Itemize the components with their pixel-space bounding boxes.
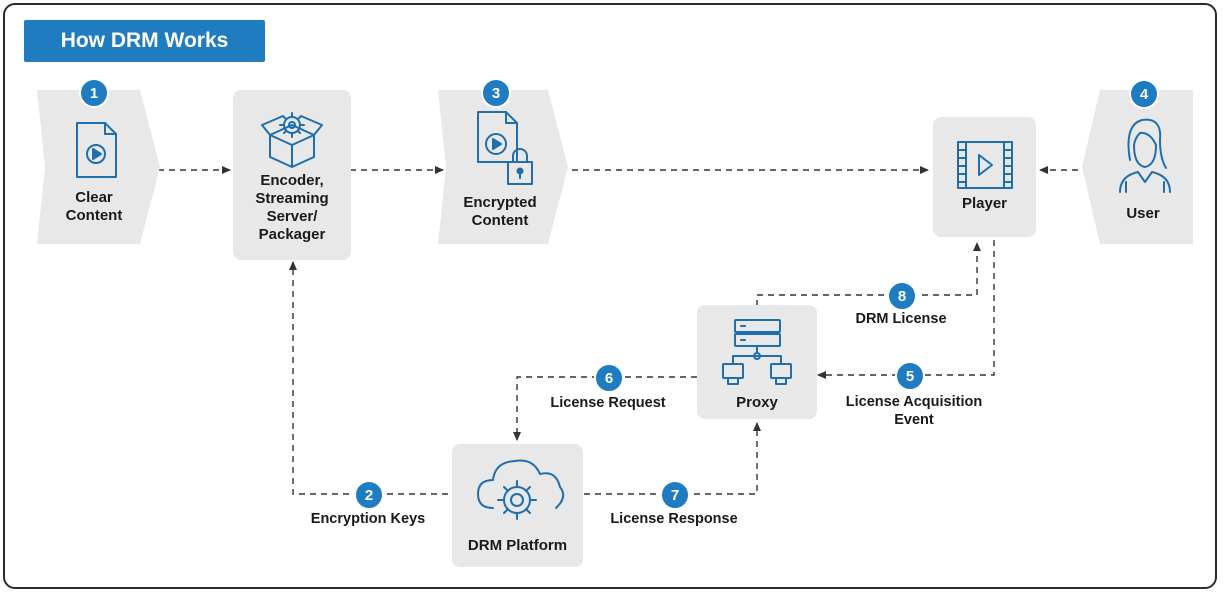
step-badge-8: 8 <box>887 281 917 311</box>
arrow-response-to-proxy <box>584 422 761 495</box>
clear-content-label-line1: Clear <box>75 189 113 206</box>
encrypted-content-label-line1: Encrypted <box>463 194 537 211</box>
video-player-icon <box>957 141 1013 189</box>
arrow-acquisition-to-proxy <box>817 240 995 379</box>
user-label-line1: User <box>1126 205 1160 222</box>
encrypted-content-label: Encrypted Content <box>445 194 555 230</box>
encrypted-content-shape <box>438 90 568 244</box>
step-badge-5: 5 <box>895 361 925 391</box>
player-label-line1: Player <box>961 195 1008 212</box>
arrow-license-to-player <box>756 242 981 306</box>
step-badge-6: 6 <box>594 363 624 393</box>
license-acquisition-label-line1: License Acquisition <box>845 394 983 410</box>
encoder-label-line4: Packager <box>258 226 326 243</box>
encoder-label-line1: Encoder, <box>260 172 324 189</box>
package-gear-icon <box>261 112 323 168</box>
user-label: User <box>1100 205 1186 223</box>
drm-platform-label-line1: DRM Platform <box>467 537 568 554</box>
drm-platform-label: DRM Platform <box>452 537 583 555</box>
arrow-keys-to-encoder <box>289 261 470 495</box>
encoder-label-line2: Streaming <box>255 190 329 207</box>
proxy-box <box>697 305 817 419</box>
license-acquisition-label: License Acquisition Event <box>835 393 993 429</box>
encrypted-content-label-line2: Content <box>471 212 529 229</box>
diagram-title: How DRM Works <box>24 20 265 62</box>
user-shape <box>1082 90 1193 244</box>
encoder-label-line3: Server/ <box>266 208 318 225</box>
step-badge-4: 4 <box>1129 79 1159 109</box>
server-network-icon <box>722 319 792 385</box>
video-file-icon <box>76 122 117 178</box>
step-badge-1: 1 <box>79 78 109 108</box>
drm-license-label: DRM License <box>855 311 947 327</box>
encrypted-file-icon <box>477 111 518 163</box>
encoder-label: Encoder, Streaming Server/ Packager <box>233 172 351 244</box>
clear-content-label: Clear Content <box>47 189 141 225</box>
player-label: Player <box>933 195 1036 213</box>
proxy-label: Proxy <box>697 394 817 412</box>
license-response-label: License Response <box>610 511 738 527</box>
license-acquisition-label-line2: Event <box>894 412 934 428</box>
step-badge-7: 7 <box>660 480 690 510</box>
encoder-box <box>233 90 351 260</box>
proxy-label-line1: Proxy <box>736 394 778 411</box>
step-badge-2: 2 <box>354 480 384 510</box>
player-box <box>933 117 1036 237</box>
user-icon <box>1119 118 1171 193</box>
cloud-gear-icon <box>477 459 565 520</box>
clear-content-label-line2: Content <box>65 207 123 224</box>
encryption-keys-label: Encryption Keys <box>310 511 426 527</box>
step-badge-3: 3 <box>481 78 511 108</box>
lock-icon <box>507 148 533 185</box>
arrow-request-to-drm <box>513 376 697 441</box>
clear-content-shape <box>37 90 160 244</box>
diagram-frame <box>3 3 1217 589</box>
license-request-label: License Request <box>550 395 666 411</box>
